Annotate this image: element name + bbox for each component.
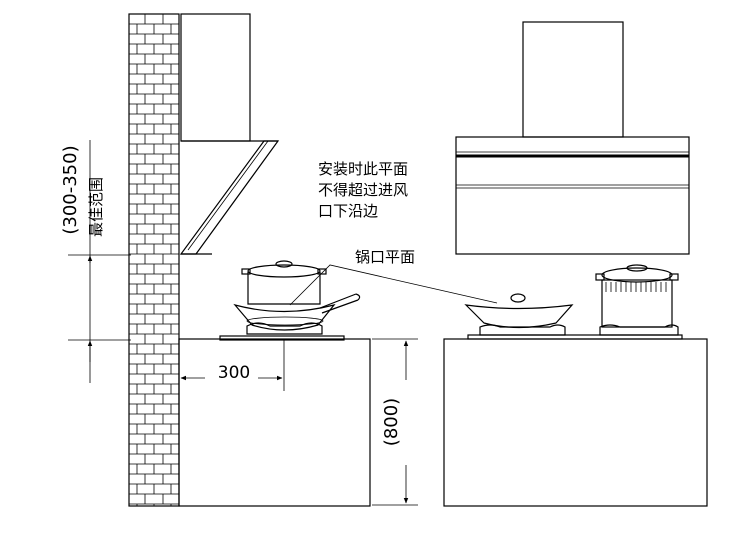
- range-hood-front-view: [455, 21, 690, 255]
- left-wok: [233, 293, 361, 331]
- left-counter: [178, 338, 371, 507]
- label-best-range: 最佳范围: [87, 177, 105, 237]
- pot-plane-leader: [289, 264, 498, 306]
- right-counter: [443, 338, 708, 507]
- note-line-1: 安装时此平面: [318, 160, 408, 178]
- brick-wall: [128, 13, 180, 507]
- dimension-800: [372, 338, 418, 506]
- label-300: 300: [218, 363, 250, 383]
- range-hood-side-view: [179, 13, 280, 255]
- left-stock-pot: [241, 260, 327, 305]
- right-stock-pot: [595, 264, 679, 328]
- note-line-2: 不得超过进风: [318, 181, 408, 199]
- note-line-3: 口下沿边: [318, 202, 378, 220]
- label-range-value: (300-350): [60, 145, 81, 234]
- label-800: (800): [381, 398, 402, 446]
- label-pot-plane: 锅口平面: [355, 248, 415, 266]
- left-gas-stove: [219, 316, 345, 341]
- dimension-best-range: [68, 140, 131, 383]
- right-wok: [464, 293, 574, 329]
